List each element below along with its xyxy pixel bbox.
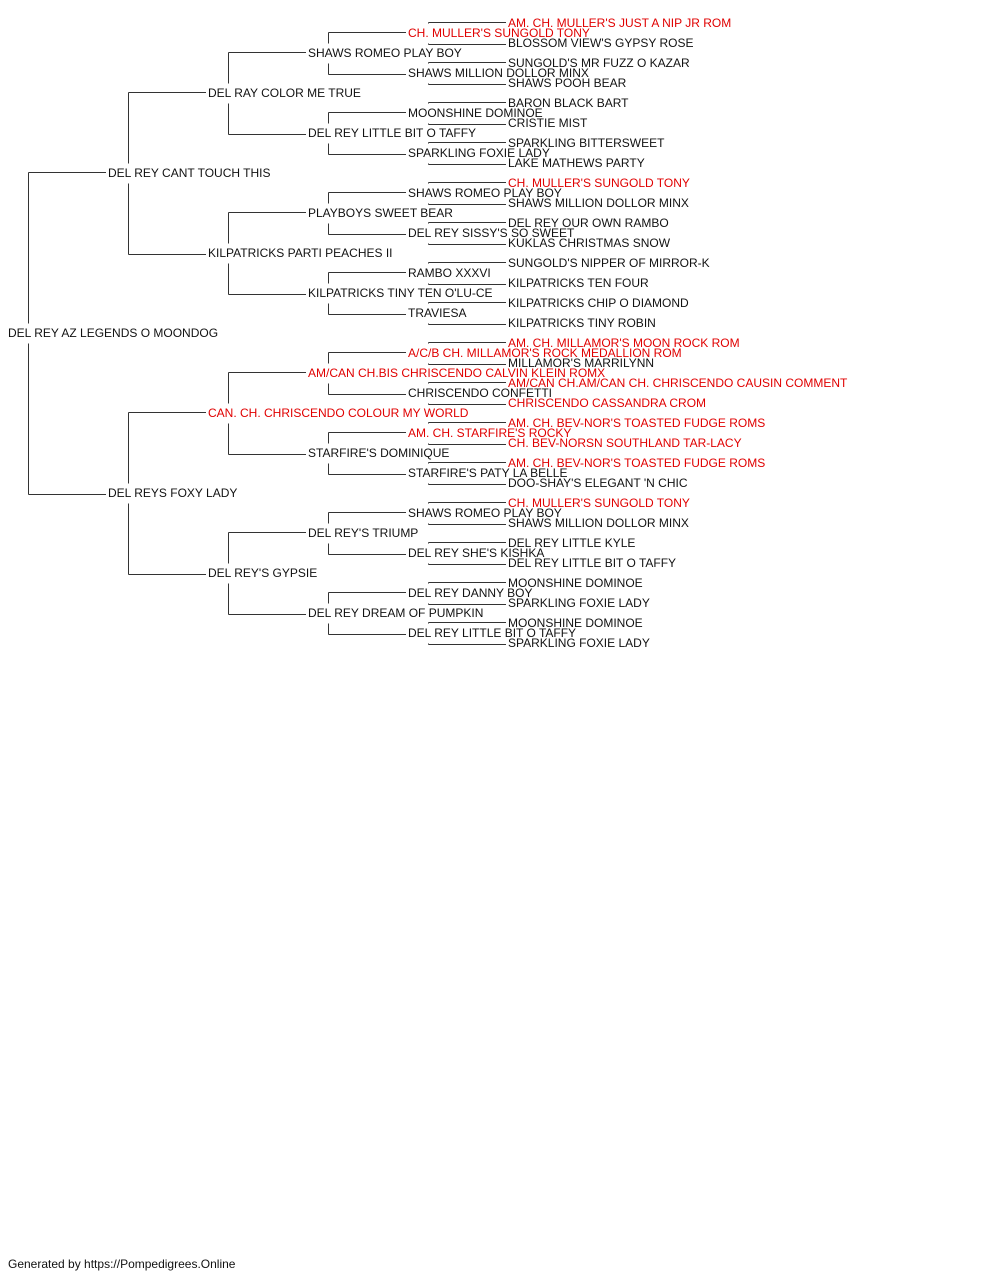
ancestor-name: DEL RAY COLOR ME TRUE bbox=[208, 86, 361, 100]
ancestor-name: MILLAMOR'S MARRILYNN bbox=[508, 356, 655, 370]
ancestor-name: SPARKLING FOXIE LADY bbox=[508, 596, 650, 610]
ancestor-name: LAKE MATHEWS PARTY bbox=[508, 156, 645, 170]
ancestor-name: AM/CAN CH.BIS CHRISCENDO CALVIN KLEIN RO… bbox=[308, 366, 606, 380]
ancestor-name: SUNGOLD'S MR FUZZ O KAZAR bbox=[508, 56, 690, 70]
ancestor-name: KILPATRICKS CHIP O DIAMOND bbox=[508, 296, 689, 310]
ancestor-name: DEL REY'S GYPSIE bbox=[208, 566, 318, 580]
ancestor-name: KILPATRICKS TINY TEN O'LU-CE bbox=[308, 286, 493, 300]
ancestor-name: DEL REY LITTLE KYLE bbox=[508, 536, 636, 550]
ancestor-name: MOONSHINE DOMINOE bbox=[508, 616, 643, 630]
ancestor-name: RAMBO XXXVI bbox=[408, 266, 491, 280]
ancestor-name: DEL REY LITTLE BIT O TAFFY bbox=[508, 556, 677, 570]
ancestor-name: SHAWS MILLION DOLLOR MINX bbox=[408, 66, 589, 80]
ancestor-name: DEL REY SHE'S KISHKA bbox=[408, 546, 545, 560]
ancestor-name: AM. CH. BEV-NOR'S TOASTED FUDGE ROMS bbox=[508, 416, 766, 430]
ancestor-name: CHRISCENDO CASSANDRA CROM bbox=[508, 396, 707, 410]
ancestor-name: DEL REY OUR OWN RAMBO bbox=[508, 216, 669, 230]
ancestor-name: SPARKLING FOXIE LADY bbox=[408, 146, 550, 160]
ancestor-name: AM. CH. MILLAMOR'S MOON ROCK ROM bbox=[508, 336, 740, 350]
ancestor-name: AM. CH. BEV-NOR'S TOASTED FUDGE ROMS bbox=[508, 456, 766, 470]
ancestor-name: STARFIRE'S PATY LA BELLE bbox=[408, 466, 568, 480]
ancestor-name: SPARKLING BITTERSWEET bbox=[508, 136, 665, 150]
ancestor-name: CH. MULLER'S SUNGOLD TONY bbox=[508, 176, 690, 190]
ancestor-name: SHAWS POOH BEAR bbox=[508, 76, 627, 90]
ancestor-name: CH. BEV-NORSN SOUTHLAND TAR-LACY bbox=[508, 436, 742, 450]
ancestor-name: SHAWS MILLION DOLLOR MINX bbox=[508, 516, 689, 530]
ancestor-name: CH. MULLER'S SUNGOLD TONY bbox=[408, 26, 590, 40]
ancestor-name: KILPATRICKS TEN FOUR bbox=[508, 276, 649, 290]
ancestor-name: CHRISCENDO CONFETTI bbox=[408, 386, 552, 400]
ancestor-name: DEL REY LITTLE BIT O TAFFY bbox=[308, 126, 477, 140]
ancestor-name: BLOSSOM VIEW'S GYPSY ROSE bbox=[508, 36, 694, 50]
ancestor-name: SHAWS ROMEO PLAY BOY bbox=[408, 506, 562, 520]
ancestor-name: DEL REYS FOXY LADY bbox=[108, 486, 238, 500]
ancestor-name: DEL REY DANNY BOY bbox=[408, 586, 533, 600]
footer-credit: Generated by https://Pompedigrees.Online bbox=[8, 1257, 236, 1271]
ancestor-name: CAN. CH. CHRISCENDO COLOUR MY WORLD bbox=[208, 406, 469, 420]
ancestor-name: CH. MULLER'S SUNGOLD TONY bbox=[508, 496, 690, 510]
ancestor-name: SPARKLING FOXIE LADY bbox=[508, 636, 650, 650]
ancestor-name: KILPATRICKS PARTI PEACHES II bbox=[208, 246, 393, 260]
ancestor-name: DEL REY LITTLE BIT O TAFFY bbox=[408, 626, 577, 640]
ancestor-name: MOONSHINE DOMINOE bbox=[508, 576, 643, 590]
ancestor-name: DOO-SHAY'S ELEGANT 'N CHIC bbox=[508, 476, 688, 490]
ancestor-name: TRAVIESA bbox=[408, 306, 467, 320]
ancestor-name: STARFIRE'S DOMINIQUE bbox=[308, 446, 450, 460]
ancestor-name: SUNGOLD'S NIPPER OF MIRROR-K bbox=[508, 256, 710, 270]
ancestor-name: KILPATRICKS TINY ROBIN bbox=[508, 316, 656, 330]
ancestor-name: DEL REY DREAM OF PUMPKIN bbox=[308, 606, 484, 620]
ancestor-name: DEL REY'S TRIUMP bbox=[308, 526, 419, 540]
ancestor-name: MOONSHINE DOMINOE bbox=[408, 106, 543, 120]
ancestor-name: BARON BLACK BART bbox=[508, 96, 629, 110]
ancestor-name: CRISTIE MIST bbox=[508, 116, 588, 130]
ancestor-name: PLAYBOYS SWEET BEAR bbox=[308, 206, 453, 220]
ancestor-name: AM. CH. MULLER'S JUST A NIP JR ROM bbox=[508, 16, 732, 30]
ancestor-name: SHAWS ROMEO PLAY BOY bbox=[308, 46, 462, 60]
ancestor-name: AM. CH. STARFIRE'S ROCKY bbox=[408, 426, 572, 440]
ancestor-name: DEL REY SISSY'S SO SWEET bbox=[408, 226, 575, 240]
ancestor-name: A/C/B CH. MILLAMOR'S ROCK MEDALLION ROM bbox=[408, 346, 682, 360]
ancestor-name: AM/CAN CH.AM/CAN CH. CHRISCENDO CAUSIN C… bbox=[508, 376, 848, 390]
ancestor-name: SHAWS ROMEO PLAY BOY bbox=[408, 186, 562, 200]
subject-dog-name: DEL REY AZ LEGENDS O MOONDOG bbox=[8, 326, 219, 340]
ancestor-name: DEL REY CANT TOUCH THIS bbox=[108, 166, 271, 180]
ancestor-name: SHAWS MILLION DOLLOR MINX bbox=[508, 196, 689, 210]
ancestor-name: KUKLAS CHRISTMAS SNOW bbox=[508, 236, 671, 250]
